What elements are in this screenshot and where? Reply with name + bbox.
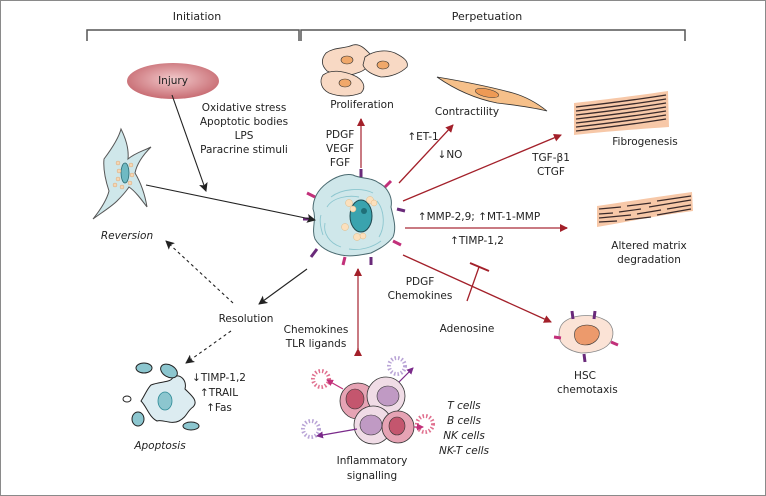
immune-cell-type: NK-T cells: [439, 445, 489, 457]
fibrogenesis-fibres-icon: [574, 91, 669, 135]
immune-cell-type: T cells: [447, 400, 481, 412]
matrix-factor-top: ↑MMP-2,9; ↑MT-1-MMP: [417, 211, 541, 223]
inflammation-label-line2: signalling: [346, 470, 398, 482]
inflammatory-cells-icon: [301, 356, 435, 445]
apoptosis-marker: ↑TRAIL: [199, 387, 239, 399]
apoptosis-marker: ↑Fas: [206, 402, 232, 414]
arrow-to-contractility: [398, 124, 454, 184]
adenosine-label: Adenosine: [439, 323, 495, 335]
stimulus-item: Oxidative stress: [201, 102, 287, 114]
arrow-resolution-to-apoptosis: [185, 330, 232, 364]
activated-hsc-icon: [303, 169, 406, 266]
arrow-to-chemotaxis: [402, 254, 552, 323]
fibrogenesis-label: Fibrogenesis: [612, 136, 678, 148]
perpetuation-bracket: [300, 29, 686, 41]
proliferation-label: Proliferation: [330, 99, 394, 111]
proliferation-factor: PDGF: [325, 129, 355, 141]
chemotaxis-label-line2: chemotaxis: [557, 384, 618, 396]
injury-node: [127, 63, 219, 99]
apoptosis-marker: ↓TIMP-1,2: [192, 372, 246, 384]
contractile-cell-icon: [436, 76, 548, 112]
initiation-bracket: [86, 29, 300, 41]
matrix-factor-bottom: ↑TIMP-1,2: [450, 235, 504, 247]
quiescent-hsc-icon: [92, 127, 152, 220]
fibrogenesis-factor: CTGF: [537, 166, 565, 178]
immune-cell-type: NK cells: [443, 430, 485, 442]
resolution-label: Resolution: [218, 313, 274, 325]
stimulus-item: LPS: [234, 130, 254, 142]
contractility-label: Contractility: [434, 106, 500, 118]
inflammation-label-line1: Inflammatory: [336, 455, 408, 467]
stimulus-item: Paracrine stimuli: [200, 144, 288, 156]
matrix-degradation-label-line1: Altered matrix: [611, 240, 687, 252]
arrow-injury-to-hsc: [171, 94, 208, 192]
phase-label-perpetuation: Perpetuation: [451, 10, 523, 23]
inflammation-factor: Chemokines: [283, 324, 349, 336]
chemotaxis-factor: Chemokines: [387, 290, 453, 302]
arrow-quiescent-to-activated: [145, 184, 316, 223]
reversion-label: Reversion: [100, 230, 154, 242]
arrow-resolution-to-reversion: [165, 240, 234, 304]
proliferation-cells-icon: [320, 44, 408, 97]
proliferation-factor: FGF: [329, 157, 351, 169]
contractility-factor-up: ↑ET-1: [407, 131, 439, 143]
matrix-fibres-icon: [597, 192, 693, 227]
matrix-degradation-label-line2: degradation: [617, 254, 681, 266]
chemotaxis-cell-icon: [553, 310, 619, 363]
phase-label-initiation: Initiation: [172, 10, 222, 23]
arrow-activated-to-resolution: [258, 268, 308, 305]
arrow-to-fibrogenesis: [402, 134, 562, 202]
chemotaxis-factor: PDGF: [405, 276, 435, 288]
apoptosis-label: Apoptosis: [134, 440, 186, 452]
stimulus-item: Apoptotic bodies: [199, 116, 289, 128]
immune-cell-type: B cells: [446, 415, 482, 427]
inflammation-factor: TLR ligands: [285, 338, 347, 350]
contractility-factor-down: ↓NO: [437, 149, 463, 161]
adenosine-inhibition: [466, 262, 490, 302]
injury-label: Injury: [158, 75, 188, 87]
fibrogenesis-factor: TGF-β1: [532, 152, 570, 164]
proliferation-factor: VEGF: [326, 143, 354, 155]
chemotaxis-label-line1: HSC: [574, 370, 596, 382]
apoptotic-cell-icon: [122, 362, 200, 431]
